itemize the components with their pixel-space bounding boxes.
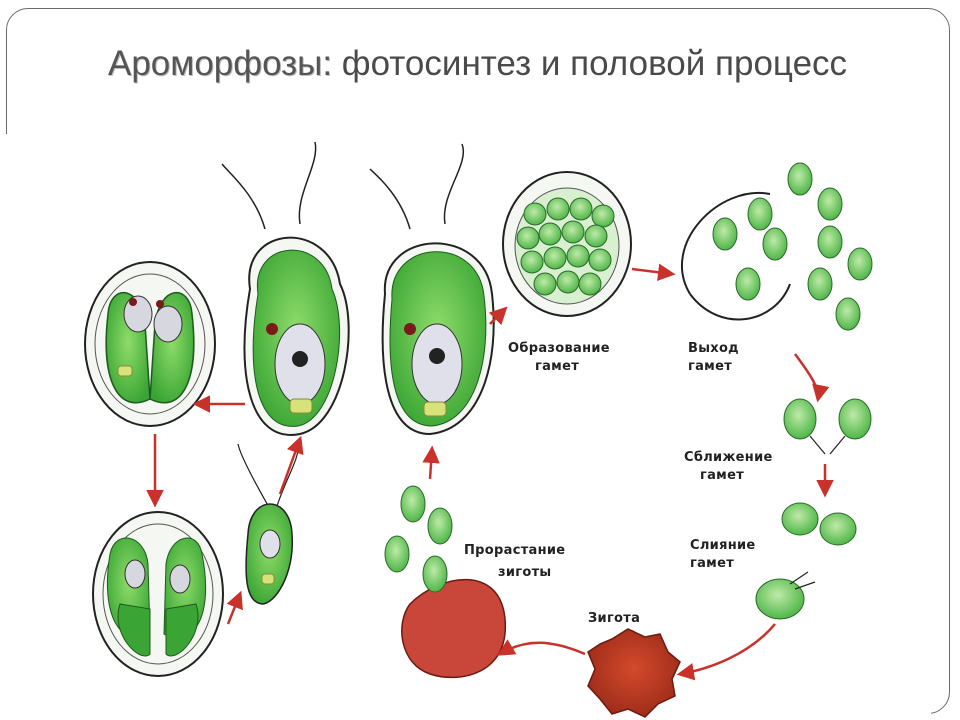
dividing-cell-four [92,511,224,677]
gamete-release-cell [681,162,873,331]
label-zygote-germination-1: Прорастание [464,543,565,558]
arrow-to-young-cell [226,590,243,625]
arrow-to-approach [793,353,830,403]
label-gamete-fusion-1: Слияние [690,538,756,553]
label-gamete-approach-1: Сближение [684,450,773,465]
arrow-to-gamete-formation [488,306,508,326]
label-gamete-approach-2: гамет [700,468,744,483]
life-cycle-diagram: Образование гамет Выход гамет Сближение … [0,134,931,720]
arrow-to-mature-cell-2 [422,445,440,480]
arrow-to-gamete-release [631,263,676,281]
slide-title: Ароморфозы: фотосинтез и половой процесс [108,42,868,86]
gamete-formation-cell [502,171,632,317]
arrow-to-germination [496,639,586,656]
arrow-to-mature-cell [278,435,304,495]
dividing-cell-two [84,261,216,427]
gamete-approach [783,398,872,455]
label-gamete-formation-2: гамет [535,359,579,374]
mature-cell-1 [221,141,350,436]
label-gamete-formation-1: Образование [508,341,610,356]
germinating-zygote [384,485,506,679]
label-gamete-release-1: Выход [688,341,739,356]
forming-zygote [755,571,816,620]
life-cycle-svg: Образование гамет Выход гамет Сближение … [84,141,873,718]
label-zygote: Зигота [588,611,640,626]
title-emphasis: Ароморфозы: [108,44,333,83]
gamete-fusion [781,502,857,546]
zygote [587,628,681,718]
label-gamete-release-2: гамет [688,359,732,374]
cycle-arrows [146,263,834,681]
label-gamete-fusion-2: гамет [690,556,734,571]
title-text: фотосинтез и половой процесс [332,44,848,83]
diagram-labels: Образование гамет Выход гамет Сближение … [464,341,773,626]
mature-cell-2 [369,143,495,436]
label-zygote-germination-2: зиготы [498,565,551,580]
arrow-to-zygote [676,623,776,681]
